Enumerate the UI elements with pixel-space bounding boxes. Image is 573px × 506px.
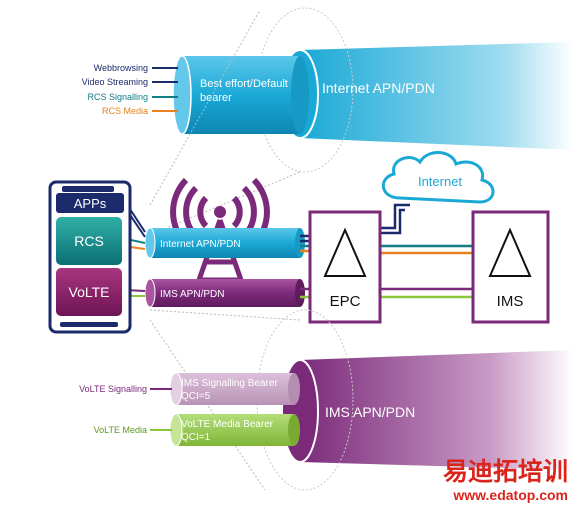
signalling-bearer-label-line2: QCI=5: [181, 391, 211, 402]
signalling-bearer-pipe: [176, 373, 294, 405]
top-flow-lines: [152, 67, 178, 112]
volte-label: VoLTE: [69, 284, 110, 300]
internet-cloud-label: Internet: [418, 174, 462, 189]
flow-label-volte-media: VoLTE Media: [94, 425, 147, 435]
internet-pipe-label: Internet APN/PDN: [160, 239, 241, 250]
ims-apn-cone: [300, 350, 573, 470]
flow-label-rcs-signalling: RCS Signalling: [87, 92, 148, 102]
zoom-connectors: [149, 9, 301, 491]
volte-block: [56, 268, 122, 316]
internet-pipe: Internet APN/PDN: [144, 227, 305, 259]
flow-label-volte-signalling: VoLTE Signalling: [79, 384, 147, 394]
default-bearer-pipe-end: [172, 55, 192, 135]
flow-label-rcs-media: RCS Media: [102, 106, 148, 116]
media-bearer-pipe: [176, 414, 294, 446]
apps-label: APPs: [74, 196, 107, 211]
internet-cloud: Internet: [382, 151, 495, 204]
signalling-bearer-label-line1: IMS Signalling Bearer: [181, 378, 278, 389]
internet-apn-cone: [300, 42, 573, 150]
default-bearer-label-line2: bearer: [200, 92, 232, 104]
core-lines: [300, 203, 473, 299]
rcs-block: [56, 217, 122, 265]
ims-pipe-label: IMS APN/PDN: [160, 289, 224, 300]
watermark-url: www.edatop.com: [452, 487, 568, 503]
ims-pipe: IMS APN/PDN: [144, 278, 305, 308]
apps-block: [56, 193, 124, 213]
rcs-label: RCS: [74, 233, 104, 249]
flow-label-video-streaming: Video Streaming: [82, 77, 148, 87]
watermark-cn-text: 易迪拓培训: [443, 457, 568, 486]
media-bearer-label-line1: VoLTE Media Bearer: [181, 419, 274, 430]
ims-triangle-icon: [488, 227, 532, 277]
default-bearer-pipe: [182, 56, 300, 134]
top-zoom-ellipse: [256, 7, 354, 173]
ims-apn-label: IMS APN/PDN: [325, 404, 415, 420]
bottom-section: IMS APN/PDN IMS Signalling Bearer QCI=5 …: [79, 309, 573, 491]
top-section: Best effort/Default bearer Internet APN/…: [82, 7, 573, 173]
user-device: APPs RCS VoLTE: [48, 180, 132, 334]
ims-node: IMS: [471, 210, 550, 324]
default-bearer-pipe-back: [291, 56, 309, 134]
flow-label-webbrowsing: Webbrowsing: [94, 63, 148, 73]
epc-triangle-icon: [323, 227, 367, 277]
epc-label: EPC: [330, 293, 361, 310]
default-bearer-label-line1: Best effort/Default: [200, 78, 288, 90]
internet-apn-label: Internet APN/PDN: [322, 80, 435, 96]
ims-label: IMS: [497, 293, 524, 310]
epc-node: EPC: [308, 210, 382, 324]
watermark: 易迪拓培训 www.edatop.com: [443, 457, 568, 503]
media-bearer-label-line2: QCI=1: [181, 432, 211, 443]
